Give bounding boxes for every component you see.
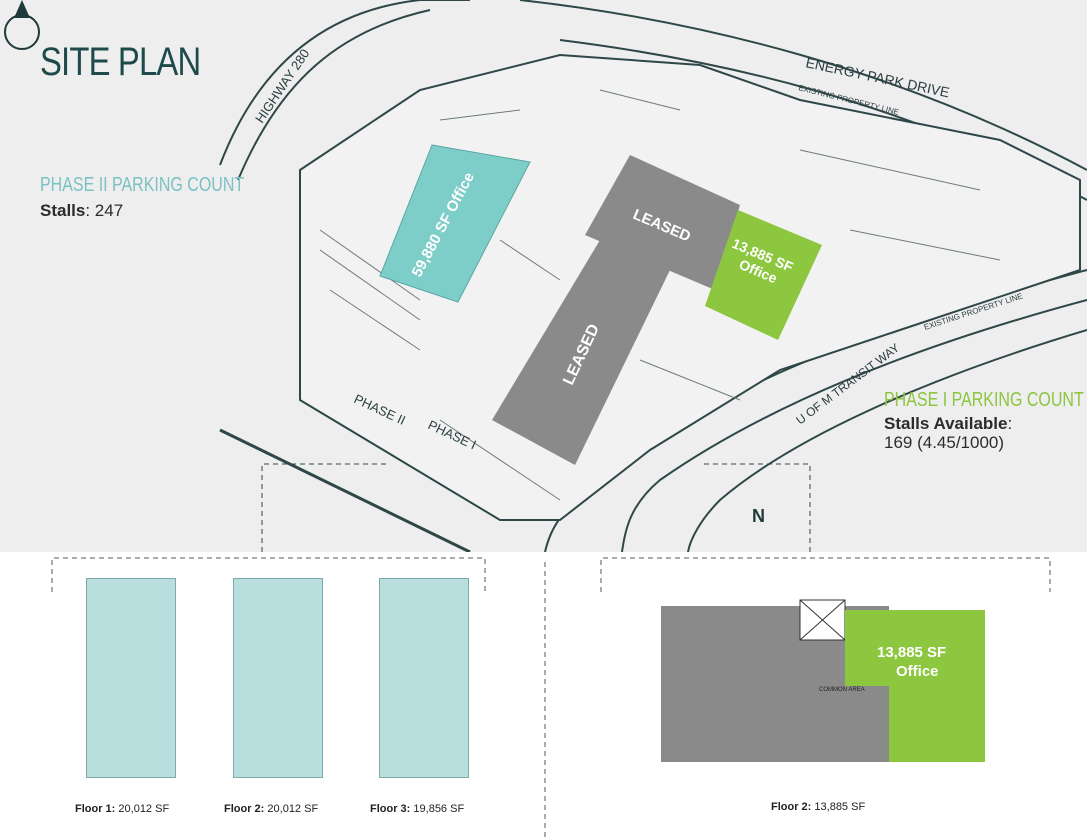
callout-lines — [51, 557, 1051, 839]
building-office-green — [705, 210, 822, 340]
highway-label: HIGHWAY 280 — [252, 46, 312, 125]
floor3-caption: Floor 3: 19,856 SF — [370, 803, 464, 815]
north-label: N — [752, 506, 765, 526]
building-leased-south — [492, 240, 670, 465]
phase1-floor-office-line1: 13,885 SF — [877, 644, 946, 661]
building-leased-north — [585, 155, 740, 290]
phase1-parking-heading: PHASE I PARKING COUNT — [884, 389, 1084, 411]
floor2-label: Floor 2: — [224, 803, 265, 815]
site-plan-drawing: HIGHWAY 280 ENERGY PARK DRIVE EXISTING P… — [219, 0, 1087, 552]
phase1-floor-label: Floor 2: — [771, 801, 812, 813]
floor1-area: 20,012 SF — [118, 803, 170, 815]
phase2-stalls: Stalls: 247 — [40, 201, 123, 221]
phase2-parking-heading: PHASE II PARKING COUNT — [40, 174, 245, 196]
phase1-floor-area: 13,885 SF — [814, 801, 866, 813]
north-arrow-icon — [4, 0, 40, 50]
floor2-area: 20,012 SF — [267, 803, 319, 815]
phase1-stalls: Stalls Available: — [884, 414, 1012, 434]
common-area-label: COMMON AREA — [819, 687, 865, 693]
phase1-floor-office-line2: Office — [896, 663, 939, 680]
floor1-plan — [86, 578, 176, 778]
floor1-label: Floor 1: — [75, 803, 116, 815]
floor2-plan — [233, 578, 323, 778]
floor1-caption: Floor 1: 20,012 SF — [75, 803, 169, 815]
phase1-floor-plan: 13,885 SF Office COMMON AREA — [661, 599, 985, 762]
site-plan-map: HIGHWAY 280 ENERGY PARK DRIVE EXISTING P… — [0, 0, 1087, 552]
floor3-label: Floor 3: — [370, 803, 411, 815]
page-title: SITE PLAN — [40, 40, 201, 84]
phase1-stalls-value: 169 (4.45/1000) — [884, 433, 1005, 452]
building-phase2-office — [379, 144, 531, 303]
floor3-area: 19,856 SF — [413, 803, 465, 815]
phase1-stalls-label: Stalls Available — [884, 414, 1008, 433]
floor3-plan — [379, 578, 469, 778]
phase1-stalls-colon: : — [1007, 414, 1013, 433]
phase2-stalls-label: Stalls — [40, 201, 86, 220]
floor2-caption: Floor 2: 20,012 SF — [224, 803, 318, 815]
phase2-stalls-value: : 247 — [85, 201, 124, 220]
phase1-floor-caption: Floor 2: 13,885 SF — [771, 801, 865, 813]
